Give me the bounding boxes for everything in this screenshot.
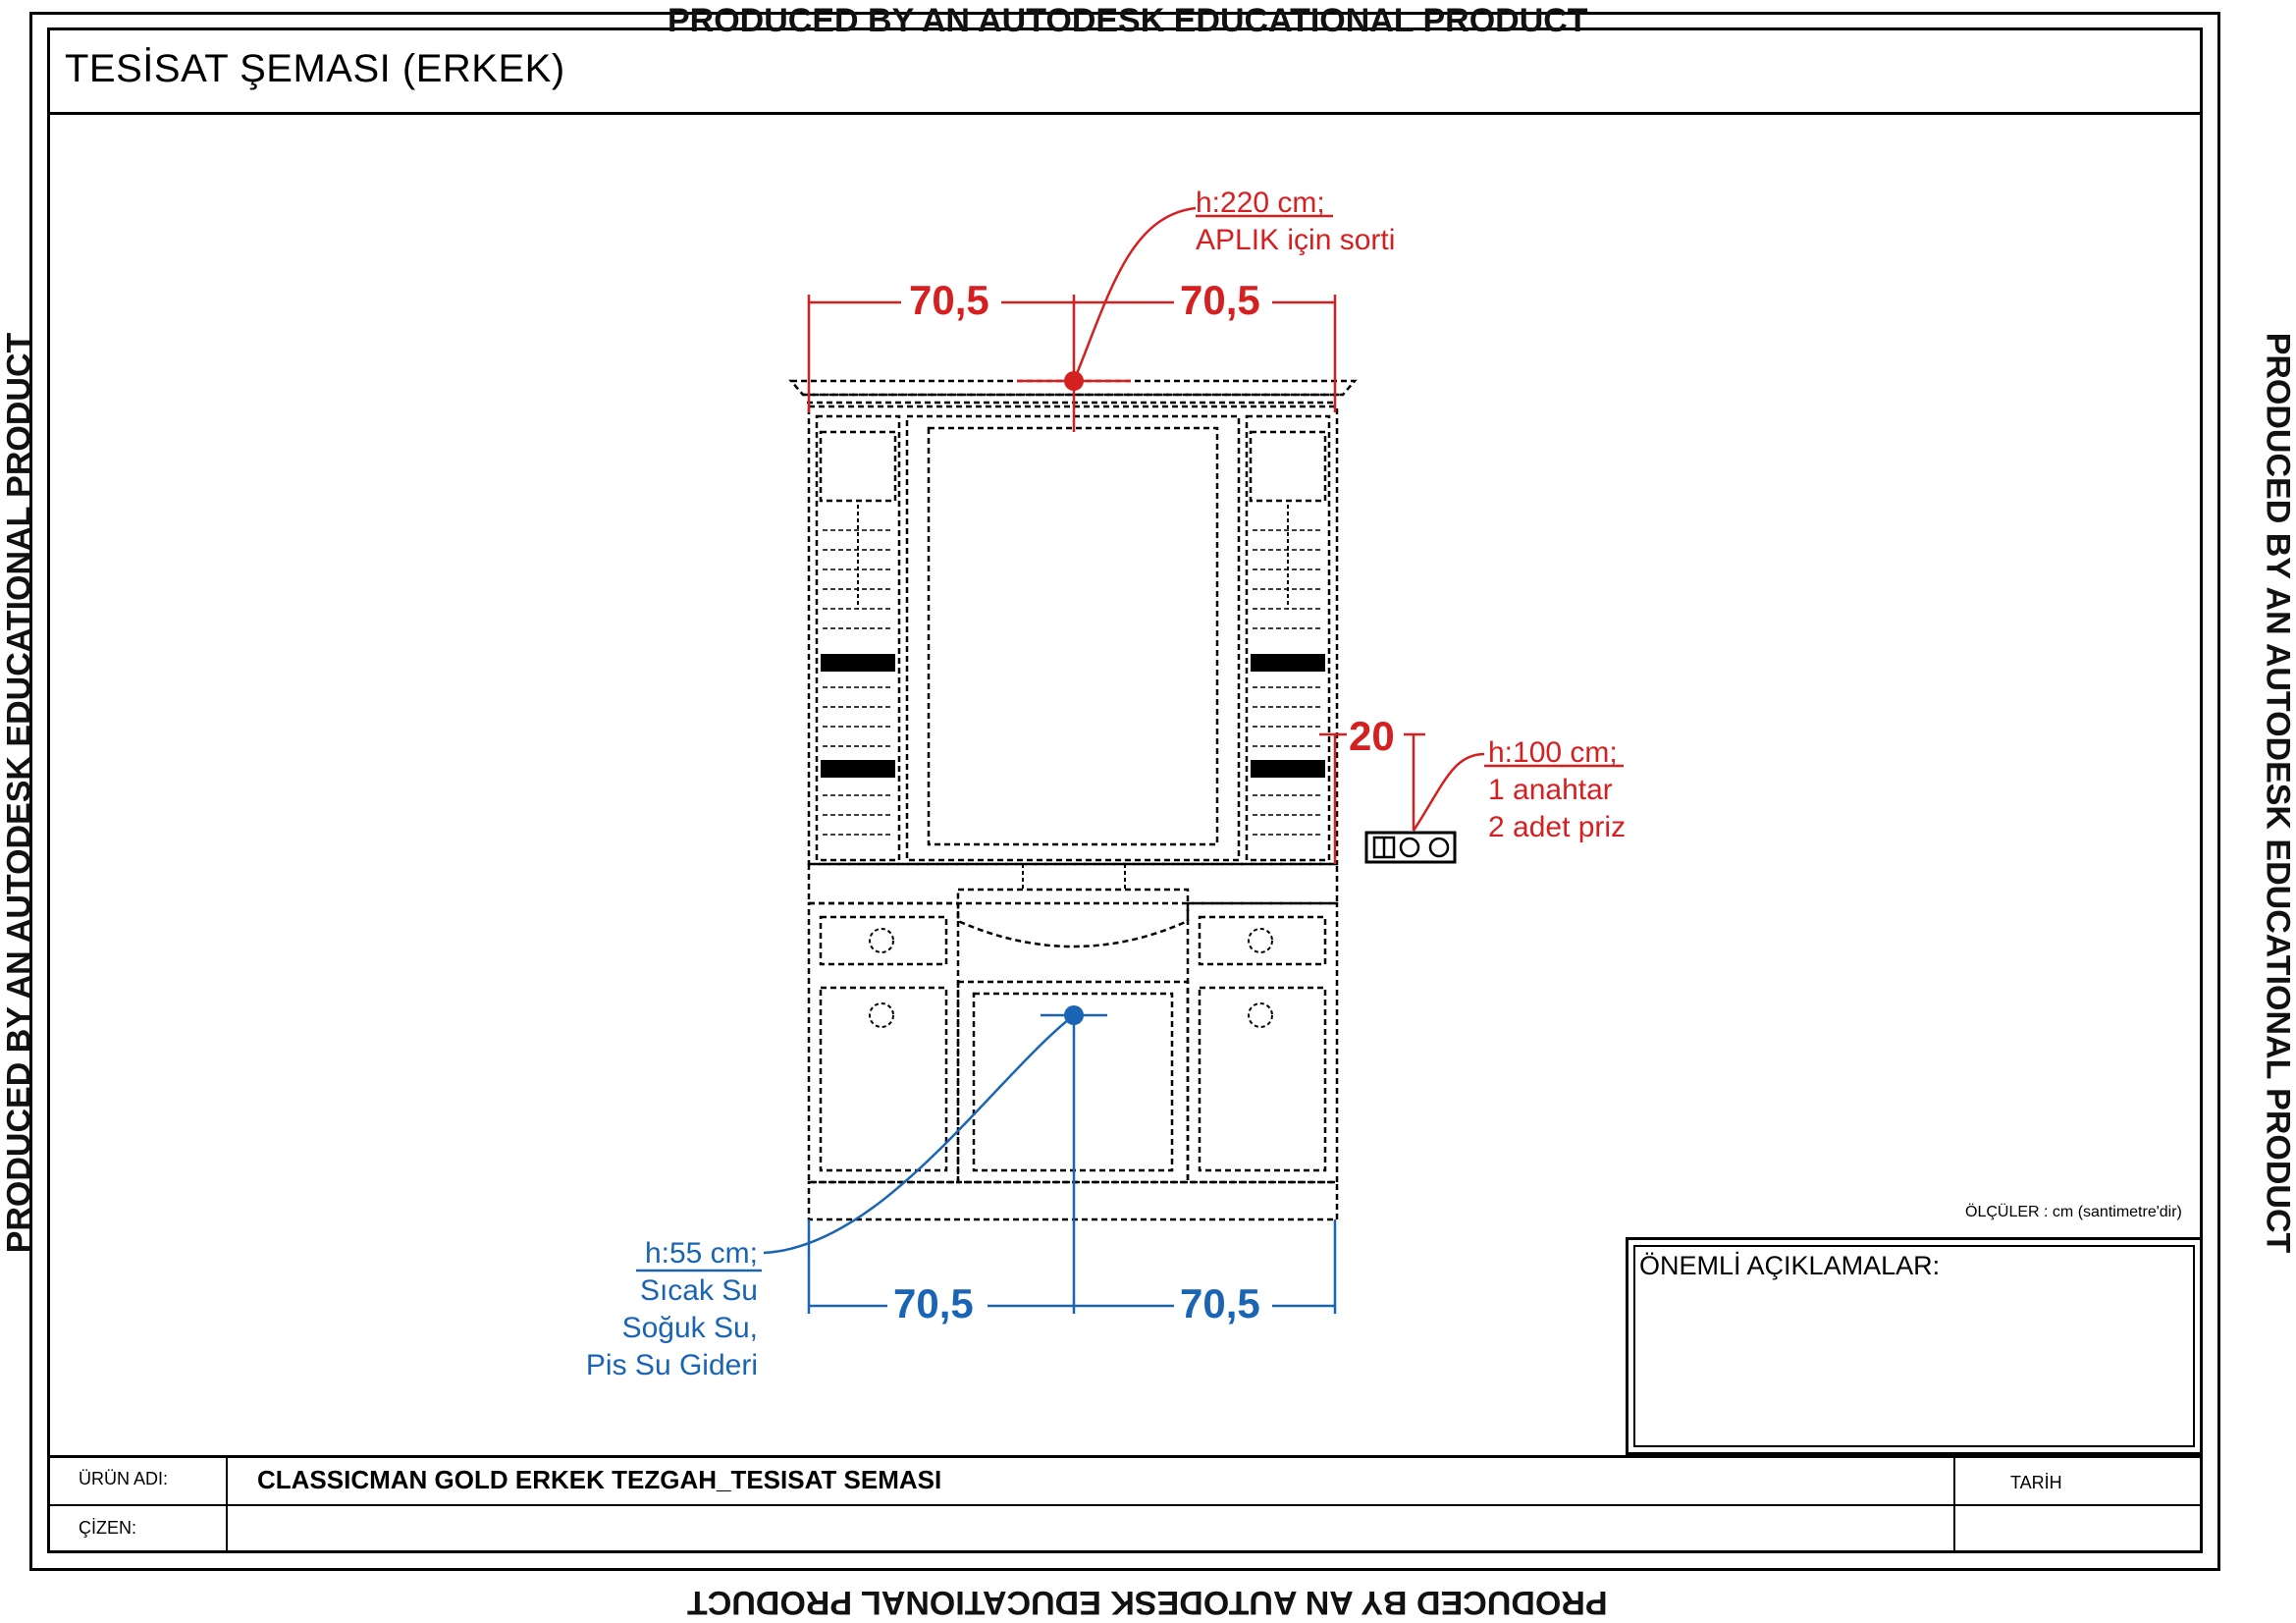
upper-cabinet-outline <box>807 405 1339 866</box>
notes-box <box>1626 1237 2203 1455</box>
cizen-label: ÇİZEN: <box>79 1518 137 1538</box>
right-light-box <box>1249 430 1327 503</box>
side-note-height: h:100 cm; <box>1488 736 1618 769</box>
notes-box-label: ÖNEMLİ AÇIKLAMALAR: <box>1639 1251 1941 1280</box>
dim-side: 20 <box>1349 713 1395 759</box>
title-block-top-line <box>47 1455 2203 1458</box>
top-leader <box>1072 206 1197 382</box>
title-block-divider-2 <box>1953 1455 1955 1553</box>
right-column <box>1245 414 1331 862</box>
plumbing-outlet-point <box>1064 1005 1084 1025</box>
side-note-line2: 2 adet priz <box>1488 811 1627 843</box>
urun-label: ÜRÜN ADI: <box>79 1469 169 1488</box>
top-dimension-lines <box>807 206 1624 864</box>
washbasin <box>956 888 1190 948</box>
column-shelves <box>823 529 1323 836</box>
top-note-height: h:220 cm; <box>1196 187 1325 219</box>
crown-molding <box>788 379 1358 397</box>
watermark-top: PRODUCED BY AN AUTODESK EDUCATIONAL PROD… <box>667 2 1588 39</box>
bottom-leader <box>763 1014 1075 1255</box>
left-light-box <box>819 430 897 503</box>
drawing-inner-frame <box>47 27 2203 1553</box>
dim-top-left: 70,5 <box>909 277 989 323</box>
drawing-outer-frame <box>29 12 2220 1571</box>
side-note-line1: 1 anahtar <box>1488 774 1613 806</box>
mirror-outer-frame <box>905 414 1241 862</box>
socket-icon-1 <box>1399 837 1420 858</box>
bottom-note-height: h:55 cm; <box>644 1237 758 1270</box>
page-title: TESİSAT ŞEMASI (ERKEK) <box>65 47 565 90</box>
dim-bottom-right: 70,5 <box>1180 1280 1260 1326</box>
mirror-inner-frame <box>927 426 1219 846</box>
tarih-label: TARİH <box>2010 1473 2062 1492</box>
bottom-note: h:55 cm; Sıcak Su Soğuk Su, Pis Su Gider… <box>550 1235 758 1384</box>
bottom-note-line2: Soğuk Su, <box>621 1312 758 1344</box>
title-separator <box>47 112 2203 115</box>
socket-icon-2 <box>1428 837 1450 858</box>
notes-box-inner <box>1633 1245 2195 1447</box>
bottom-dimension-lines <box>636 1013 1337 1314</box>
urun-value: CLASSICMAN GOLD ERKEK TEZGAH_TESISAT SEM… <box>257 1465 942 1494</box>
column-shelf-bars <box>821 654 1325 778</box>
bottom-note-line3: Pis Su Gideri <box>585 1349 758 1381</box>
dim-top-right: 70,5 <box>1180 277 1260 323</box>
side-note: h:100 cm; 1 anahtar 2 adet priz <box>1488 734 1626 846</box>
side-leader <box>1412 752 1485 832</box>
title-block-divider-1 <box>226 1455 228 1553</box>
left-base-cabinet <box>807 901 960 1184</box>
switch-socket-group <box>1364 831 1457 864</box>
top-note-text: APLIK için sorti <box>1196 224 1396 256</box>
title-block-mid-line <box>47 1504 2203 1506</box>
left-column <box>815 414 901 862</box>
top-note: h:220 cm; APLIK için sorti <box>1196 185 1395 259</box>
counter-top <box>807 862 1339 905</box>
dim-bottom-left: 70,5 <box>893 1280 974 1326</box>
bottom-note-line1: Sıcak Su <box>639 1274 758 1307</box>
aplik-outlet-point <box>1064 371 1084 391</box>
units-note: ÖLÇÜLER : cm (santimetre'dir) <box>1965 1204 2182 1220</box>
cabinet-knobs <box>857 505 1289 1028</box>
right-base-cabinet <box>1186 901 1339 1184</box>
